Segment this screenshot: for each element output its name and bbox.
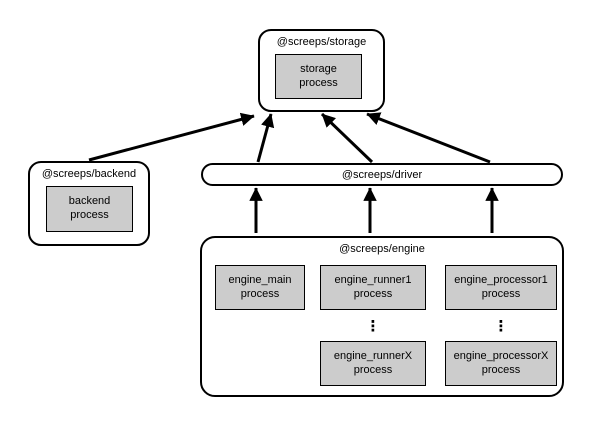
engine-runnerX-process-box: engine_runnerX process xyxy=(320,341,426,386)
storage-node-title: @screeps/storage xyxy=(276,36,367,48)
engine-processor1-process-box: engine_processor1 process xyxy=(445,265,557,310)
backend-process-box: backend process xyxy=(46,186,133,232)
engine-runner1-process-box: engine_runner1 process xyxy=(320,265,426,310)
engine-main-process-box: engine_main process xyxy=(215,265,305,310)
vertical-ellipsis-icon: ⋮ xyxy=(365,316,381,335)
arrow-driver-to-storage-1 xyxy=(256,113,275,163)
driver-node-title: @screeps/driver xyxy=(341,168,423,181)
storage-process-box: storage process xyxy=(275,54,362,99)
engine-node-title: @screeps/engine xyxy=(339,243,425,255)
engine-node: @screeps/engine engine_main process engi… xyxy=(200,236,564,397)
vertical-ellipsis-icon: ⋮ xyxy=(493,316,509,335)
backend-node-title: @screeps/backend xyxy=(41,168,137,180)
arrow-driver-to-storage-2 xyxy=(320,112,374,164)
arrow-backend-to-storage xyxy=(88,112,255,162)
storage-node: @screeps/storage storage process xyxy=(258,29,385,112)
engine-processorX-process-box: engine_processorX process xyxy=(445,341,557,386)
backend-node: @screeps/backend backend process xyxy=(28,161,150,246)
arrow-driver-to-storage-3 xyxy=(366,112,491,164)
driver-node: @screeps/driver xyxy=(201,163,563,186)
